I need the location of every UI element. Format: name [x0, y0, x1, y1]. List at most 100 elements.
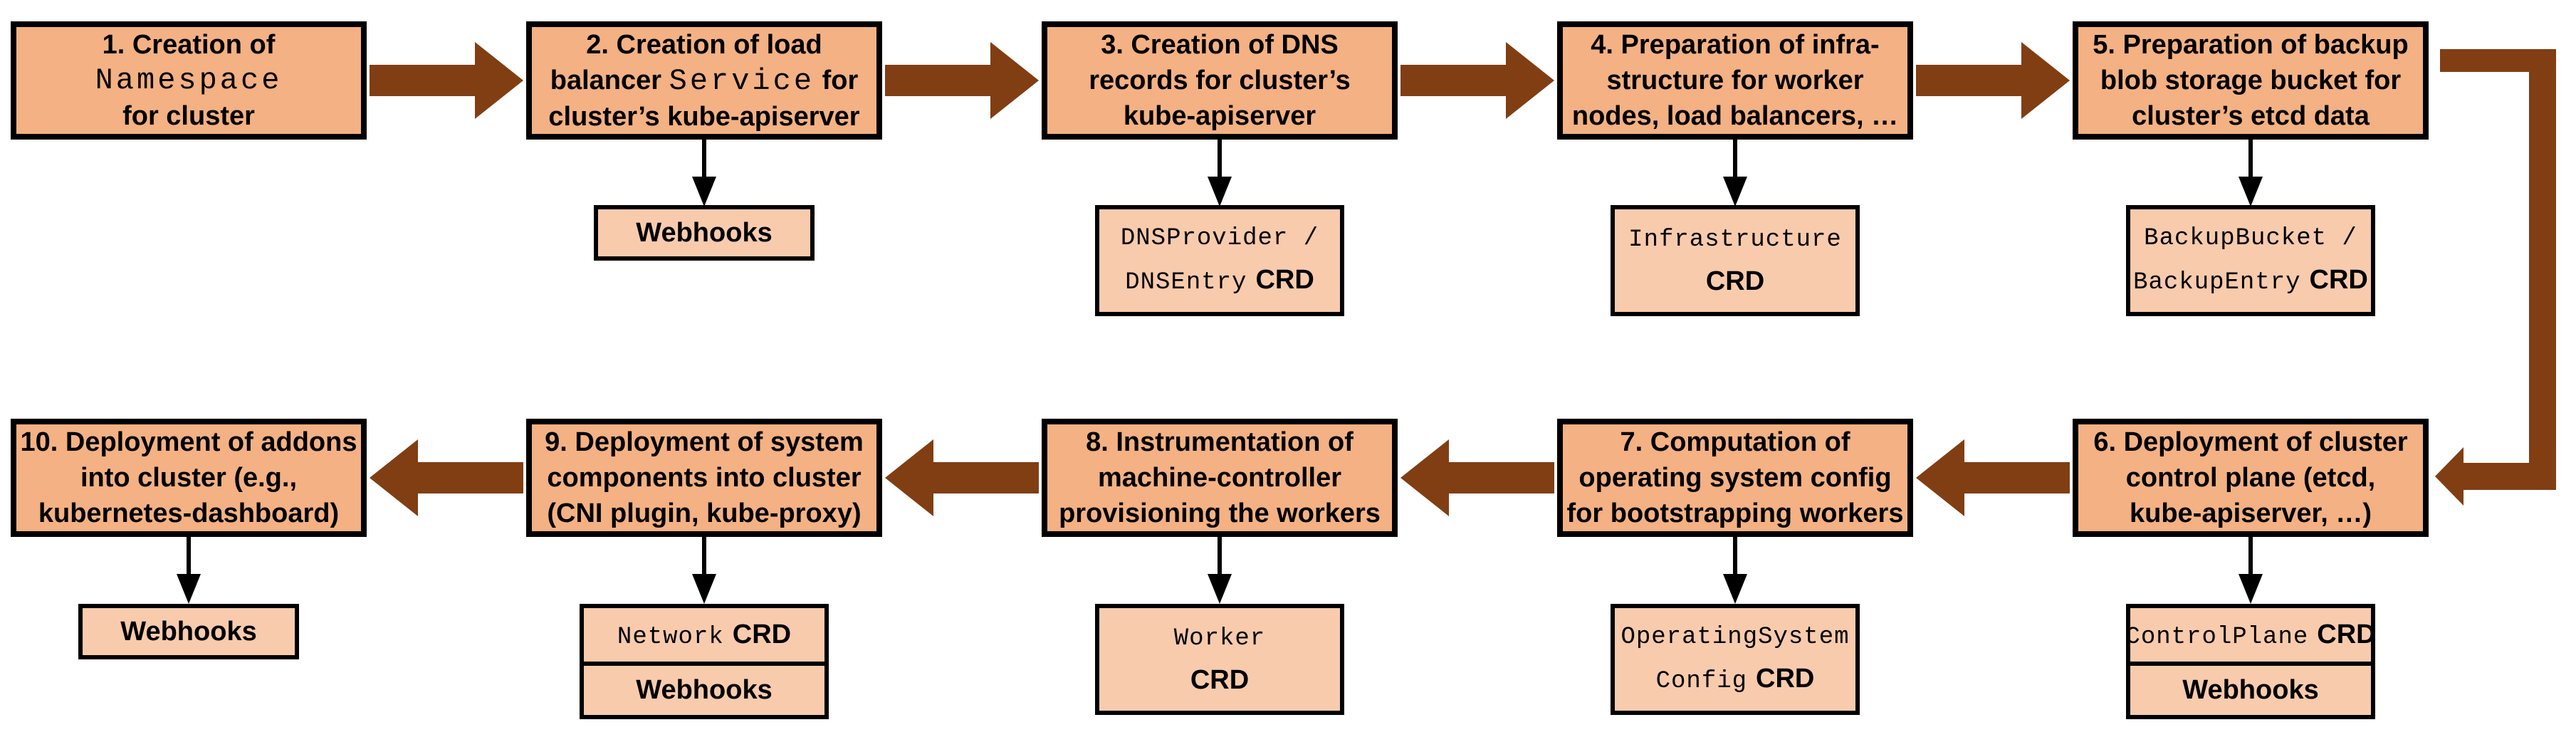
down-arrow-head	[2239, 177, 2263, 207]
arrow-head	[475, 42, 523, 119]
crd-label: CRD	[2317, 619, 2376, 649]
crd-name-line-1: OperatingSystem	[1621, 624, 1850, 651]
flow-arrow-right-2-3	[885, 42, 1039, 119]
crd-label: CRD	[2309, 265, 2368, 295]
webhooks-row: Webhooks	[584, 662, 824, 715]
crd-name: ControlPlane	[2125, 623, 2309, 651]
step-2-line-2-post: for	[822, 65, 859, 95]
crd-box-backupbucket: BackupBucket / BackupEntry CRD	[2126, 205, 2375, 316]
arrow-head	[885, 439, 933, 516]
step-4-line-2: structure for worker	[1606, 66, 1864, 95]
arrow-head	[1916, 439, 1964, 516]
arrow-shaft	[1916, 65, 2021, 96]
webhooks-box-step-10: Webhooks	[78, 604, 299, 659]
down-arrow-stem	[2248, 537, 2253, 577]
step-8-line-2: machine-controller	[1097, 463, 1342, 493]
step-box-6: 6. Deployment of cluster control plane (…	[2073, 419, 2429, 537]
elbow-arrow-head-left	[2435, 447, 2464, 506]
step-3-line-3: kube-apiserver	[1123, 101, 1316, 131]
webhooks-label: Webhooks	[120, 617, 257, 647]
arrow-shaft	[1400, 65, 1506, 96]
arrow-head	[1506, 42, 1554, 119]
down-arrow-stem	[702, 537, 706, 577]
step-6-line-3: kube-apiserver, …)	[2129, 498, 2372, 528]
step-3-line-2: records for cluster’s	[1089, 66, 1351, 95]
crd-name-line-1: DNSProvider /	[1120, 225, 1319, 252]
crd-name-line-1: BackupBucket /	[2144, 225, 2357, 252]
step-6-line-1: 6. Deployment of cluster	[2093, 427, 2408, 457]
flow-arrow-left-8-9	[885, 439, 1039, 516]
flow-arrow-right-1-2	[370, 42, 523, 119]
step-box-2: 2. Creation of load balancer Service for…	[526, 21, 882, 140]
crd-stack-network: Network CRD Webhooks	[580, 604, 829, 719]
down-arrow-head	[1723, 177, 1747, 207]
arrow-shaft	[370, 65, 475, 96]
step-7-line-2: operating system config	[1578, 463, 1892, 493]
crd-label: CRD	[1705, 266, 1765, 296]
step-9-line-2: components into cluster	[547, 463, 862, 493]
step-2-line-2-code: Service	[669, 63, 815, 98]
step-2-line-1: 2. Creation of load	[586, 29, 822, 60]
step-1-line-1: 1. Creation of	[102, 30, 276, 60]
arrow-head	[370, 439, 418, 516]
arrow-shaft	[418, 462, 523, 493]
down-arrow-head	[1723, 574, 1747, 604]
crd-label: CRD	[732, 619, 792, 649]
flow-arrow-right-4-5	[1916, 42, 2070, 119]
webhooks-label: Webhooks	[636, 675, 773, 705]
arrow-head	[2021, 42, 2070, 119]
step-8-line-3: provisioning the workers	[1059, 498, 1381, 528]
step-6-line-2: control plane (etcd,	[2125, 463, 2376, 493]
down-arrow-stem	[1218, 537, 1222, 577]
step-box-10: 10. Deployment of addons into cluster (e…	[11, 419, 367, 537]
step-box-1: 1. Creation of Namespace for cluster	[11, 21, 367, 140]
down-arrow-stem	[1218, 140, 1222, 179]
step-2-line-3: cluster’s kube-apiserver	[548, 101, 860, 132]
flow-arrow-left-7-8	[1400, 439, 1554, 516]
crd-stack-controlplane: ControlPlane CRD Webhooks	[2125, 604, 2376, 719]
step-box-4: 4. Preparation of infra- structure for w…	[1557, 21, 1913, 140]
arrow-shaft	[1964, 462, 2070, 493]
crd-name: Network	[617, 623, 724, 651]
down-arrow-head	[1208, 177, 1232, 207]
down-arrow-head	[177, 574, 201, 604]
webhooks-label: Webhooks	[636, 218, 773, 248]
step-2-line-2: balancer Service for	[550, 63, 859, 99]
step-5-line-3: cluster’s etcd data	[2132, 101, 2370, 131]
step-10-line-2: into cluster (e.g.,	[80, 463, 298, 493]
crd-label: CRD	[1756, 664, 1815, 694]
step-10-line-3: kubernetes-dashboard)	[38, 498, 340, 528]
step-5-line-1: 5. Preparation of backup	[2093, 30, 2409, 60]
down-arrow-head	[2239, 574, 2263, 604]
down-arrow-head	[692, 177, 716, 207]
step-box-9: 9. Deployment of system components into …	[526, 419, 882, 537]
step-8-line-1: 8. Instrumentation of	[1086, 427, 1354, 457]
crd-row-controlplane: ControlPlane CRD	[2125, 608, 2376, 662]
crd-box-infrastructure: Infrastructure CRD	[1611, 205, 1860, 316]
step-box-3: 3. Creation of DNS records for cluster’s…	[1042, 21, 1398, 140]
step-9-line-1: 9. Deployment of system	[545, 427, 864, 457]
crd-label: CRD	[1255, 265, 1314, 295]
flow-arrow-right-3-4	[1400, 42, 1554, 119]
step-9-line-3: (CNI plugin, kube-proxy)	[547, 498, 862, 528]
down-arrow-head	[692, 574, 716, 604]
flow-arrow-left-9-10	[370, 439, 523, 516]
step-7-line-1: 7. Computation of	[1620, 427, 1850, 457]
crd-name-line-2: DNSEntry	[1125, 269, 1247, 296]
crd-row-network: Network CRD	[584, 608, 824, 662]
down-arrow-stem	[1733, 537, 1737, 577]
crd-name-line-1: Infrastructure	[1628, 226, 1842, 254]
step-4-line-3: nodes, load balancers, …	[1571, 101, 1899, 131]
crd-name-line-2: BackupEntry	[2133, 269, 2301, 296]
arrow-shaft	[933, 462, 1039, 493]
step-box-8: 8. Instrumentation of machine-controller…	[1042, 419, 1398, 537]
step-5-line-2: blob storage bucket for	[2100, 66, 2402, 95]
webhooks-label: Webhooks	[2182, 675, 2319, 705]
step-2-line-2-pre: balancer	[550, 65, 662, 95]
step-box-7: 7. Computation of operating system confi…	[1557, 419, 1913, 537]
crd-box-worker: Worker CRD	[1095, 604, 1344, 715]
elbow-arrow-vertical-bar	[2529, 49, 2556, 490]
down-arrow-head	[1208, 574, 1232, 604]
